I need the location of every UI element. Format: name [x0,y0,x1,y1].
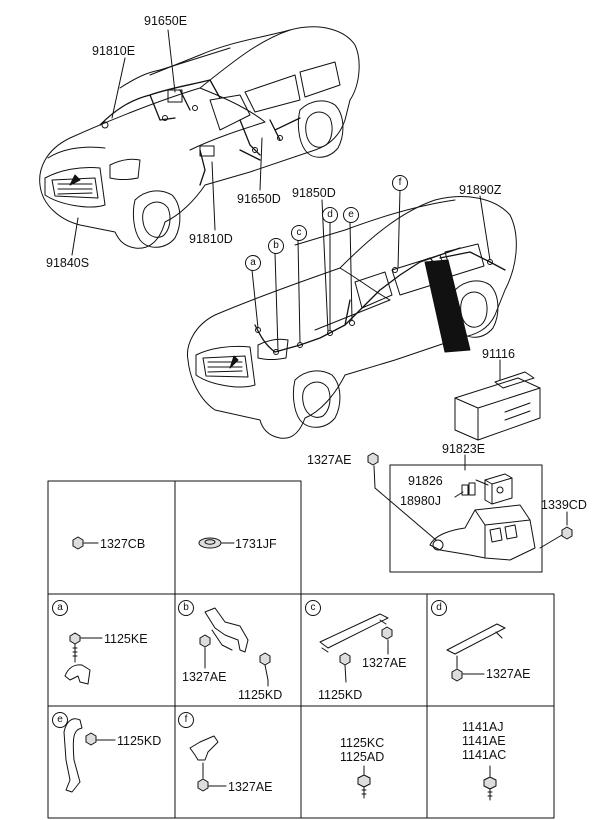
callout-c: c [291,225,307,241]
label-91823E: 91823E [442,442,486,456]
label-91650D: 91650D [237,192,281,206]
callout-b: b [268,238,284,254]
label-91850D: 91850D [292,186,336,200]
label-91650E: 91650E [144,14,188,28]
label-91890Z: 91890Z [459,183,502,197]
cell-f-part1: 1327AE [228,780,273,794]
cell-b-part1: 1327AE [182,670,227,684]
cell-cb-label: 1327CB [100,537,146,551]
cell-b-part2: 1125KD [238,688,283,702]
cell-aj-part1: 1141AJ [462,720,504,734]
car-middle-illustration [187,190,516,438]
cell-b-letter: b [178,600,194,616]
cell-aj-labels: 1141AJ 1141AE 1141AC [462,720,506,762]
callout-d: d [322,207,338,223]
cell-jf-label: 1731JF [235,537,277,551]
cell-e-part1: 1125KD [117,734,162,748]
callout-e: e [343,207,359,223]
callout-f: f [392,175,408,191]
cell-c-letter: c [305,600,321,616]
cell-kc-part1: 1125KC [340,736,385,750]
junction-box-91823E-illustration [430,455,535,560]
cell-d-part1: 1327AE [486,667,531,681]
cell-aj-part3: 1141AC [462,748,507,762]
cell-a-letter: a [52,600,68,616]
parts-grid-lines [48,481,554,818]
junction-box-frame [390,465,542,572]
label-1339CD: 1339CD [541,498,587,512]
label-91810D: 91810D [189,232,233,246]
cell-e-letter: e [52,712,68,728]
cell-c-part1: 1327AE [362,656,407,670]
label-18980J: 18980J [400,494,442,508]
cell-f-letter: f [178,712,194,728]
label-91810E: 91810E [92,44,136,58]
fuse-box-91116-illustration [455,360,540,440]
cell-aj-part2: 1141AE [462,734,506,748]
cell-c-part2: 1125KD [318,688,363,702]
car-top-left-illustration [40,27,359,255]
cell-kc-part2: 1125AD [340,750,385,764]
cell-d-letter: d [431,600,447,616]
label-91116: 91116 [482,347,515,361]
label-91826: 91826 [408,474,443,488]
nut-1327AE-illustration [368,453,436,540]
cell-a-part1: 1125KE [104,632,148,646]
label-91840S: 91840S [46,256,90,270]
grid-part-illustrations [64,537,505,800]
nut-1339CD-illustration [540,512,572,548]
cell-kc-labels: 1125KC 1125AD [340,736,384,764]
callout-a: a [245,255,261,271]
label-1327AE: 1327AE [307,453,352,467]
